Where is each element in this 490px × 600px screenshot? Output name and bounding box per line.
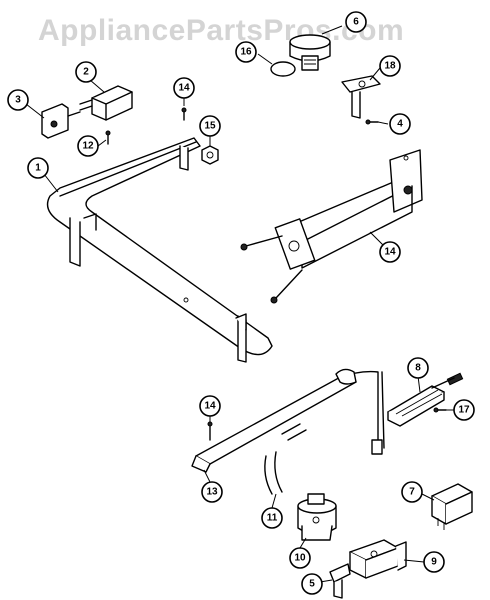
callout-8: 8 xyxy=(407,357,429,379)
leader-lines xyxy=(25,25,456,583)
callout-14-lower: 14 xyxy=(199,395,221,417)
part-1-manifold[interactable] xyxy=(46,137,273,363)
svg-text:13: 13 xyxy=(206,487,218,498)
svg-text:14: 14 xyxy=(384,247,396,258)
callout-5: 5 xyxy=(301,573,323,595)
part-18-screw[interactable] xyxy=(433,407,447,413)
svg-text:16: 16 xyxy=(240,47,252,58)
part-5-bracket[interactable] xyxy=(329,563,351,599)
callout-11: 11 xyxy=(261,507,283,529)
callout-15: 14 xyxy=(379,241,401,263)
svg-text:18: 18 xyxy=(384,61,396,72)
part-7-relay[interactable] xyxy=(431,483,473,530)
part-14-screw-top[interactable] xyxy=(181,107,187,121)
svg-text:14: 14 xyxy=(204,401,216,412)
callout-12: 12 xyxy=(77,135,99,157)
svg-text:10: 10 xyxy=(294,553,306,564)
callout-10: 10 xyxy=(289,547,311,569)
part-9-switch[interactable] xyxy=(349,539,407,579)
part-19-bracket[interactable] xyxy=(341,75,381,119)
svg-text:11: 11 xyxy=(267,513,278,524)
callout-9: 9 xyxy=(423,551,445,573)
svg-text:6: 6 xyxy=(353,17,359,28)
part-3-bracket[interactable] xyxy=(41,103,81,139)
callout-17: 16 xyxy=(235,41,257,63)
svg-text:15: 15 xyxy=(204,121,216,132)
part-2-valve-holder[interactable] xyxy=(79,85,133,121)
svg-text:1: 1 xyxy=(35,163,41,174)
part-13-burner-tube[interactable] xyxy=(191,368,357,473)
part-4-screw[interactable] xyxy=(365,119,379,125)
svg-text:17: 17 xyxy=(458,405,470,416)
part-12-screw[interactable] xyxy=(105,130,111,145)
callout-3: 3 xyxy=(7,89,29,111)
watermark-text: AppliancePartsPros.com xyxy=(38,14,404,47)
callout-6: 6 xyxy=(345,11,367,33)
callout-18: 17 xyxy=(453,399,475,421)
callout-4: 4 xyxy=(389,113,411,135)
part-14-screw-lower[interactable] xyxy=(207,421,213,441)
svg-text:5: 5 xyxy=(309,579,315,590)
part-6-regulator[interactable] xyxy=(289,34,331,71)
part-15-burner-assembly[interactable] xyxy=(240,149,423,304)
svg-text:7: 7 xyxy=(409,487,415,498)
callout-19: 18 xyxy=(379,55,401,77)
callout-2: 2 xyxy=(75,61,97,83)
part-10-regulator[interactable] xyxy=(297,493,337,541)
svg-text:4: 4 xyxy=(397,119,403,130)
part-11-tube[interactable] xyxy=(264,423,307,495)
callout-1: 1 xyxy=(27,157,49,179)
svg-text:8: 8 xyxy=(415,363,421,374)
callout-13: 13 xyxy=(201,481,223,503)
svg-text:14: 14 xyxy=(178,83,190,94)
callout-7: 7 xyxy=(401,481,423,503)
part-16-nut[interactable] xyxy=(201,145,219,165)
svg-text:12: 12 xyxy=(82,141,94,152)
part-17-o-ring[interactable] xyxy=(270,61,296,77)
svg-text:2: 2 xyxy=(83,67,89,78)
svg-text:9: 9 xyxy=(431,557,437,568)
callout-14-top: 14 xyxy=(173,77,195,99)
part-8-control[interactable] xyxy=(387,372,464,427)
callout-16: 15 xyxy=(199,115,221,137)
svg-text:3: 3 xyxy=(15,95,21,106)
